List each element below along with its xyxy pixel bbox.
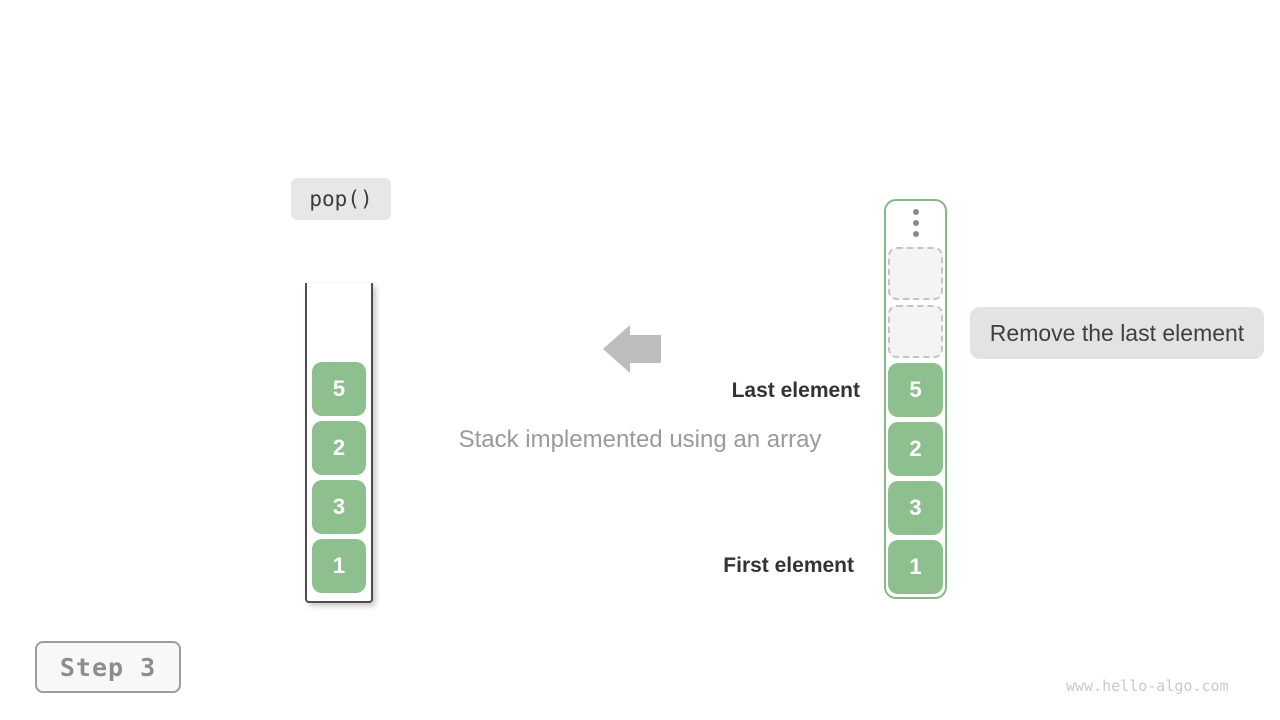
step-badge: Step 3 (35, 641, 181, 693)
last-element-label: Last element (731, 379, 860, 402)
array-cell: 2 (888, 422, 943, 476)
stack-cell: 5 (312, 362, 366, 416)
ellipsis-icon (912, 209, 919, 237)
stack-cell: 3 (312, 480, 366, 534)
diagram-caption: Stack implemented using an array (458, 426, 822, 453)
array-cell: 5 (888, 363, 943, 417)
array-container: 5 2 3 1 (884, 199, 947, 599)
stack-cell: 2 (312, 421, 366, 475)
empty-array-slot (888, 247, 943, 300)
array-cell: 3 (888, 481, 943, 535)
stack-container: 5 2 3 1 (305, 283, 373, 603)
array-cell: 1 (888, 540, 943, 594)
first-element-label: First element (723, 554, 854, 577)
remove-note-label: Remove the last element (970, 307, 1264, 359)
operation-label: pop() (291, 178, 391, 220)
stack-cell: 1 (312, 539, 366, 593)
arrow-left-icon (603, 325, 661, 378)
watermark: www.hello-algo.com (1066, 677, 1229, 695)
empty-array-slot (888, 305, 943, 358)
